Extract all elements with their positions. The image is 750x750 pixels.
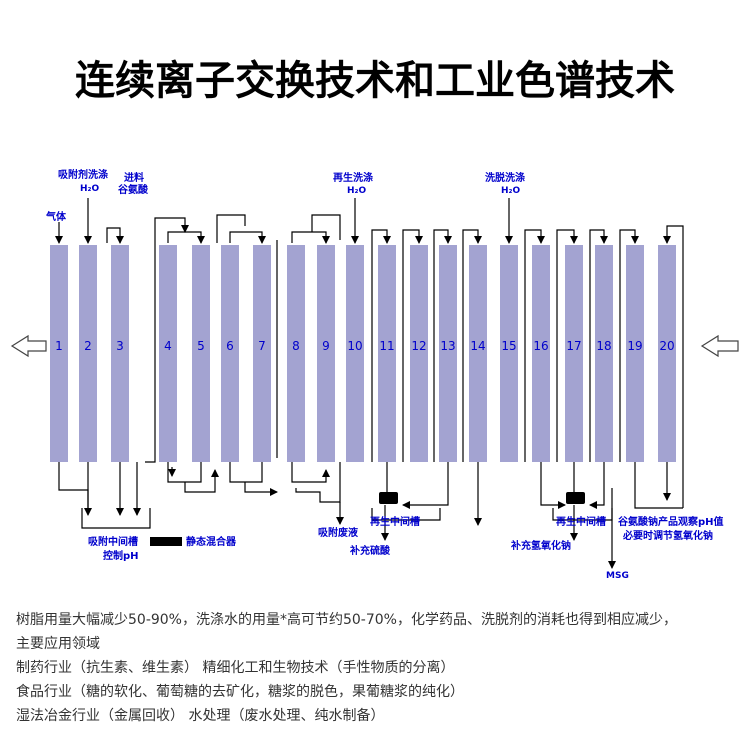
label-adjust-naoh: 必要时调节氢氧化钠 — [622, 529, 713, 542]
description-line: 树脂用量大幅减少50-90%，洗涤水的用量*高可节约50-70%，化学药品、洗脱… — [16, 612, 677, 628]
label-gas: 气体 — [45, 210, 67, 223]
column-label-16: 16 — [533, 339, 548, 353]
label-regen-tank-a: 再生中间槽 — [370, 515, 420, 528]
column-label-9: 9 — [322, 339, 330, 353]
column-label-17: 17 — [566, 339, 581, 353]
label-static-mixer: 静态混合器 — [186, 535, 237, 548]
column-12 — [410, 245, 428, 462]
description-line: 湿法冶金行业（金属回收） 水处理（废水处理、纯水制备） — [16, 708, 385, 724]
column-label-3: 3 — [116, 339, 124, 353]
label-product: 谷氨酸钠产品观察pH值 — [618, 515, 724, 528]
label-adsorb-waste: 吸附废液 — [318, 526, 358, 539]
column-16 — [532, 245, 550, 462]
column-4 — [159, 245, 177, 462]
column-9 — [317, 245, 335, 462]
column-11 — [378, 245, 396, 462]
column-10 — [346, 245, 364, 462]
column-14 — [469, 245, 487, 462]
label-add-sulfuric: 补充硫酸 — [349, 544, 391, 557]
column-label-10: 10 — [347, 339, 362, 353]
label-add-naoh: 补充氢氧化钠 — [510, 539, 571, 552]
column-label-14: 14 — [470, 339, 485, 353]
column-label-19: 19 — [627, 339, 642, 353]
column-label-1: 1 — [55, 339, 63, 353]
column-7 — [253, 245, 271, 462]
column-label-15: 15 — [501, 339, 516, 353]
flow-lines — [55, 198, 684, 569]
column-1 — [50, 245, 68, 462]
left-output-arrow — [10, 334, 47, 358]
column-15 — [500, 245, 518, 462]
label-adsorbent-wash-h2o: H₂O — [80, 184, 99, 194]
column-label-12: 12 — [411, 339, 426, 353]
right-input-arrow — [700, 334, 739, 358]
column-label-6: 6 — [226, 339, 234, 353]
column-8 — [287, 245, 305, 462]
label-elute-wash-h2o: H₂O — [501, 186, 520, 196]
column-label-18: 18 — [596, 339, 611, 353]
description-line: 食品行业（糖的软化、葡萄糖的去矿化，糖浆的脱色，果葡糖浆的纯化） — [16, 684, 464, 700]
column-17 — [565, 245, 583, 462]
column-3 — [111, 245, 129, 462]
column-label-8: 8 — [292, 339, 300, 353]
mixer-block-a — [379, 492, 398, 504]
label-regen-wash-h2o: H₂O — [347, 186, 366, 196]
column-label-13: 13 — [440, 339, 455, 353]
label-control-ph: 控制pH — [103, 549, 139, 562]
column-13 — [439, 245, 457, 462]
description-line: 制药行业（抗生素、维生素） 精细化工和生物技术（手性物质的分离） — [16, 660, 455, 676]
column-20 — [658, 245, 676, 462]
column-19 — [626, 245, 644, 462]
label-feed: 进料 — [124, 171, 144, 184]
page-title: 连续离子交换技术和工业色谱技术 — [75, 58, 675, 104]
label-msg: MSG — [606, 571, 629, 581]
static-mixer-legend-block — [150, 537, 182, 546]
mixer-block-b — [566, 492, 585, 504]
label-adsorb-tank: 吸附中间槽 — [88, 535, 138, 548]
column-label-2: 2 — [84, 339, 92, 353]
column-label-7: 7 — [258, 339, 266, 353]
description-block: 树脂用量大幅减少50-90%，洗涤水的用量*高可节约50-70%，化学药品、洗脱… — [16, 608, 746, 728]
label-regen-tank-b: 再生中间槽 — [556, 515, 606, 528]
label-adsorbent-wash: 吸附剂洗涤 — [58, 168, 108, 181]
description-line: 主要应用领域 — [16, 636, 100, 652]
column-label-11: 11 — [379, 339, 394, 353]
column-label-4: 4 — [164, 339, 172, 353]
column-5 — [192, 245, 210, 462]
label-elute-wash: 洗脱洗涤 — [485, 171, 525, 184]
column-6 — [221, 245, 239, 462]
column-18 — [595, 245, 613, 462]
column-label-5: 5 — [197, 339, 205, 353]
column-label-20: 20 — [659, 339, 674, 353]
label-feed-glutamic: 谷氨酸 — [118, 183, 149, 196]
column-2 — [79, 245, 97, 462]
label-regen-wash: 再生洗涤 — [333, 171, 373, 184]
